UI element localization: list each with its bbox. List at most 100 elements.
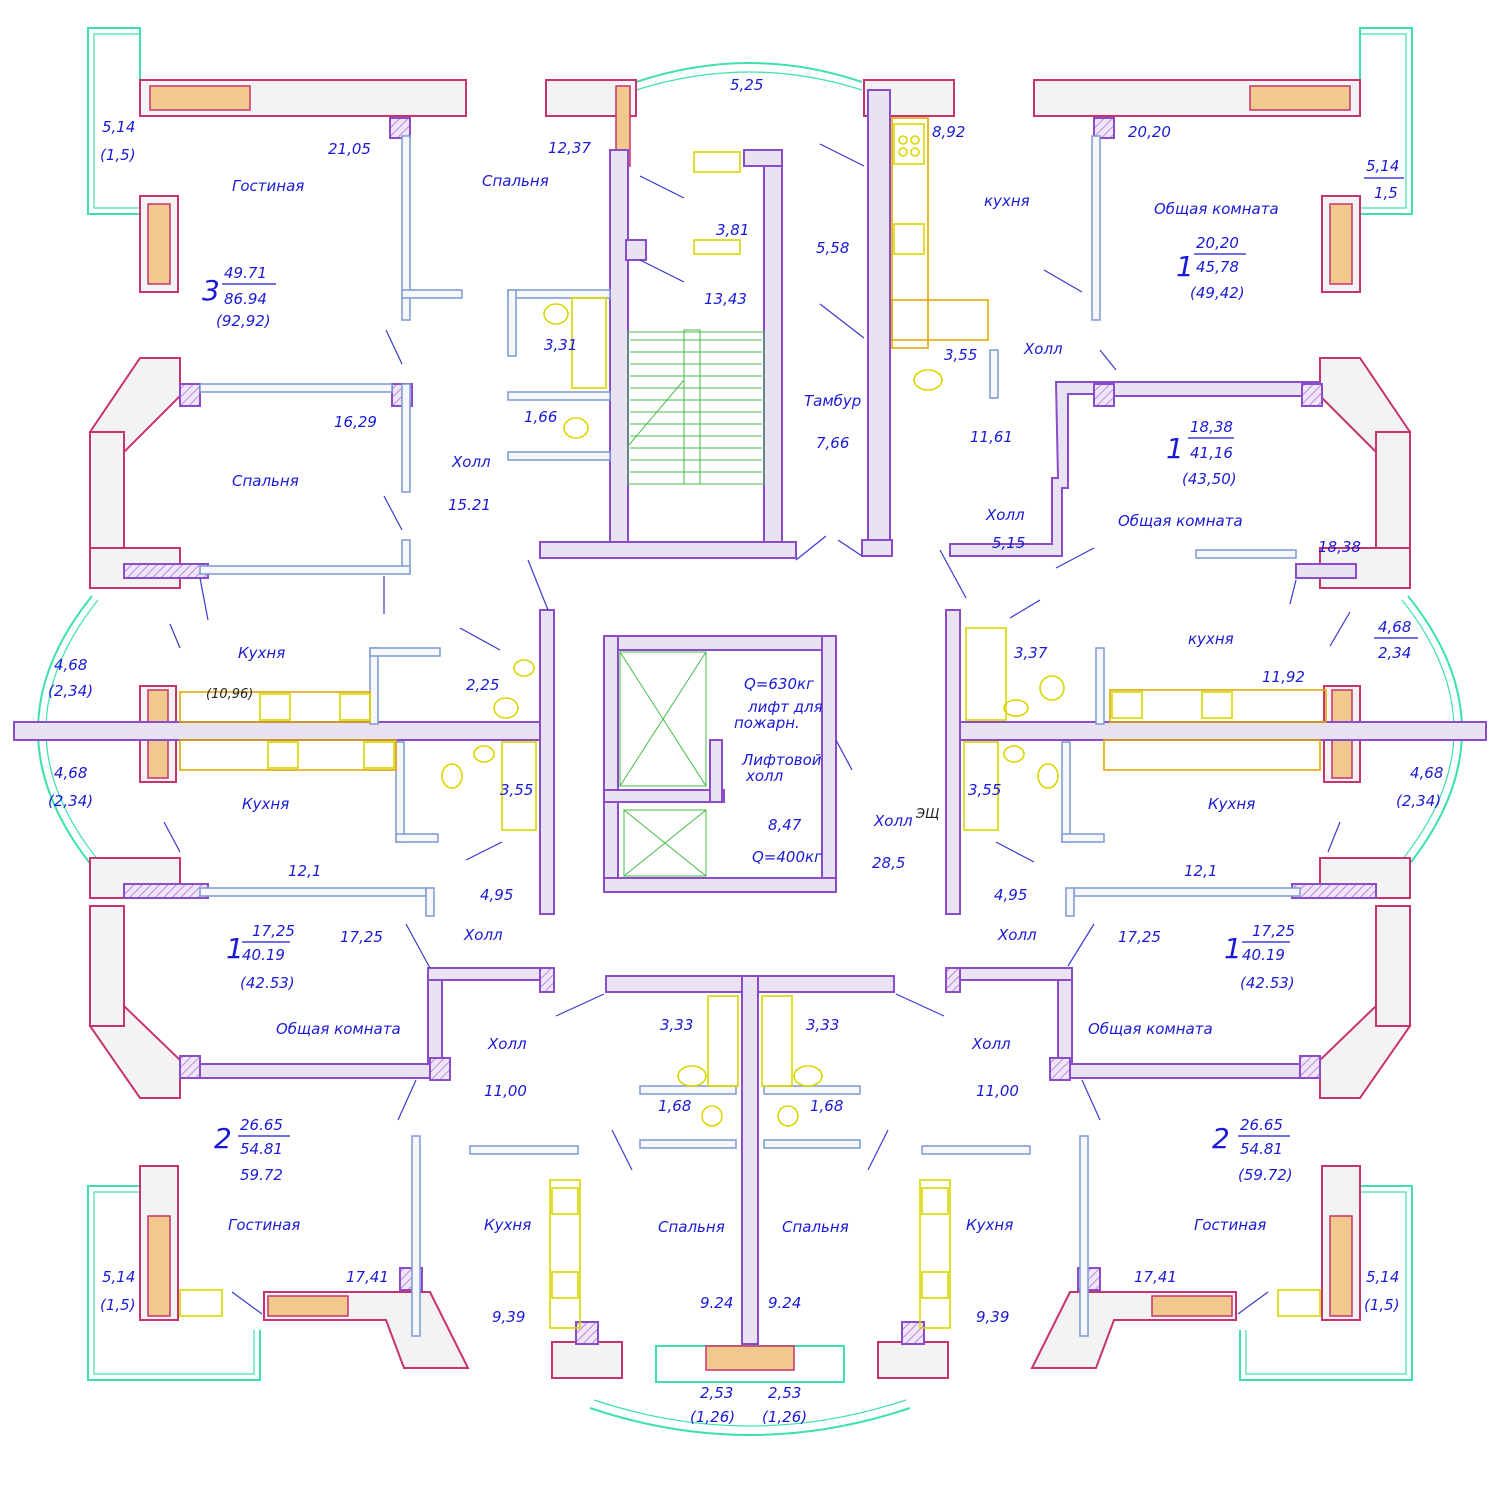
apt1se-kitchen-name: Кухня xyxy=(1208,795,1255,813)
partitions xyxy=(199,135,1301,1337)
apt2sw-kitchen-name: Кухня xyxy=(484,1216,531,1234)
interior-walls xyxy=(13,89,1487,1345)
apt1ne-balcony-coef: 1,5 xyxy=(1374,184,1398,202)
tambur-area-1: 5,58 xyxy=(816,239,849,257)
apt2se-balcony-coef: (1,5) xyxy=(1364,1296,1400,1314)
electric-panel: ЭЩ xyxy=(915,807,939,822)
apt3-balcony-coef: (1,5) xyxy=(100,146,136,164)
apt1e-total-area: 41,16 xyxy=(1190,444,1233,462)
apt1sw-living-area: 17,25 xyxy=(252,922,295,940)
apt2se-bath-area: 3,33 xyxy=(806,1016,839,1034)
apt2sw-wc-area: 1,68 xyxy=(658,1097,691,1115)
apt3-kitchen-name: Кухня xyxy=(238,644,285,662)
lift-hall-name-1: Лифтовой xyxy=(741,751,822,769)
apt1e-loggia-area: 4,68 xyxy=(1378,618,1411,636)
apt1e-hall-name: Холл xyxy=(985,506,1025,524)
apt1se-loggia-area: 4,68 xyxy=(1410,764,1443,782)
lift1-text-1: лифт для xyxy=(747,698,823,716)
apt1e-living-area: 18,38 xyxy=(1190,418,1233,436)
apt1ne-total-area: 45,78 xyxy=(1196,258,1239,276)
apt3-loggia-area: 4,68 xyxy=(54,656,87,674)
lift1-capacity: Q=630кг xyxy=(744,675,814,693)
apt1se-kitchen-area: 12,1 xyxy=(1184,862,1217,880)
apt2sw-balcony-coef: (1,5) xyxy=(100,1296,136,1314)
apt2sw-living-name: Гостиная xyxy=(228,1216,300,1234)
apt1ne-total-area-coef: (49,42) xyxy=(1190,284,1245,302)
apt1ne-balcony-area: 5,14 xyxy=(1366,157,1399,175)
apt3-bed1-name: Спальня xyxy=(482,172,549,190)
north-balcony-area: 5,25 xyxy=(730,76,763,94)
apt2sw-loggia-coef: (1,26) xyxy=(690,1408,735,1426)
apt2se-living-name: Гостиная xyxy=(1194,1216,1266,1234)
apt1sw-loggia-area: 4,68 xyxy=(54,764,87,782)
apt2sw-bed-area: 9.24 xyxy=(700,1294,733,1312)
apt1ne-living-area: 20,20 xyxy=(1196,234,1239,252)
apt3-bed2-area: 16,29 xyxy=(334,413,377,431)
apt2se-total-area: 54.81 xyxy=(1240,1140,1283,1158)
apt1ne-room-name: Общая комната xyxy=(1154,200,1279,218)
apt1se-living-area: 17,25 xyxy=(1252,922,1295,940)
apt1se-bath-area: 3,55 xyxy=(968,781,1001,799)
apt3-balcony-area: 5,14 xyxy=(102,118,135,136)
apt1e-kitchen-name: кухня xyxy=(1188,630,1234,648)
apt2sw-number: 2 xyxy=(214,1122,232,1155)
apt3-number: 3 xyxy=(202,274,220,307)
apt3-wc2-area: 2,25 xyxy=(466,676,499,694)
apt2sw-hall-area: 11,00 xyxy=(484,1082,527,1100)
apt2sw-total-area: 54.81 xyxy=(240,1140,283,1158)
apt2sw-bath-area: 3,33 xyxy=(660,1016,693,1034)
apt2se-loggia-coef: (1,26) xyxy=(762,1408,807,1426)
apt2se-hall-area: 11,00 xyxy=(976,1082,1019,1100)
apt2sw-hall-name: Холл xyxy=(487,1035,527,1053)
stair xyxy=(627,329,765,485)
apt1ne-kitchen-area: 8,92 xyxy=(932,123,965,141)
apt1se-total-area-coef: (42.53) xyxy=(1240,974,1295,992)
apt3-kitchen-area: (10,96) xyxy=(206,687,253,702)
lift-shafts xyxy=(619,151,741,877)
apt3-living-area: 21,05 xyxy=(328,140,371,158)
apt2sw-bed-name: Спальня xyxy=(658,1218,725,1236)
apt2se-bed-name: Спальня xyxy=(782,1218,849,1236)
apt3-wc-area: 1,66 xyxy=(524,408,557,426)
apt1sw-hall-area: 4,95 xyxy=(480,886,513,904)
apt2se-hall-name: Холл xyxy=(971,1035,1011,1053)
apt2se-loggia-area: 2,53 xyxy=(768,1384,801,1402)
lift2-area: 8,47 xyxy=(768,816,802,834)
apt1se-loggia-coef: (2,34) xyxy=(1396,792,1441,810)
tambur-area-2: 7,66 xyxy=(816,434,849,452)
apt1sw-number: 1 xyxy=(226,932,244,965)
apt1ne-room-area: 20,20 xyxy=(1128,123,1171,141)
apt1se-room-area: 17,25 xyxy=(1118,928,1161,946)
apt1se-room-name: Общая комната xyxy=(1088,1020,1213,1038)
apt2se-total-area-coef: (59.72) xyxy=(1238,1166,1293,1184)
apt2se-wc-area: 1,68 xyxy=(810,1097,843,1115)
apt1sw-total-area: 40.19 xyxy=(242,946,285,964)
apt3-hall-area: 15.21 xyxy=(448,496,491,514)
apt1sw-total-area-coef: (42.53) xyxy=(240,974,295,992)
apt1e-room-name: Общая комната xyxy=(1118,512,1243,530)
apt2sw-balcony-area: 5,14 xyxy=(102,1268,135,1286)
apt1sw-loggia-coef: (2,34) xyxy=(48,792,93,810)
apt1sw-room-name: Общая комната xyxy=(276,1020,401,1038)
door-swings xyxy=(163,143,1351,1315)
apt1ne-number: 1 xyxy=(1176,250,1194,283)
apt1e-total-area-coef: (43,50) xyxy=(1182,470,1237,488)
apt3-total-area-coef: (92,92) xyxy=(216,312,271,330)
apt1sw-kitchen-name: Кухня xyxy=(242,795,289,813)
apt2se-balcony-area: 5,14 xyxy=(1366,1268,1399,1286)
apt3-bath-area: 3,31 xyxy=(544,336,577,354)
apt3-bed1-area: 12,37 xyxy=(548,139,591,157)
apt2se-number: 2 xyxy=(1212,1122,1230,1155)
apt3-loggia-coef: (2,34) xyxy=(48,682,93,700)
core-hall-area: 28,5 xyxy=(872,854,905,872)
apt1e-room-area: 18,38 xyxy=(1318,538,1361,556)
apt1se-number: 1 xyxy=(1224,932,1242,965)
apt1e-hall-area-left: 11,61 xyxy=(970,428,1013,446)
apt2sw-living-area: 17,41 xyxy=(346,1268,389,1286)
apt1e-hall-area: 5,15 xyxy=(992,534,1025,552)
apt1sw-hall-name: Холл xyxy=(463,926,503,944)
apt2sw-loggia-area: 2,53 xyxy=(700,1384,733,1402)
apt2se-bed-area: 9.24 xyxy=(768,1294,801,1312)
apt2se-kitchen-name: Кухня xyxy=(966,1216,1013,1234)
